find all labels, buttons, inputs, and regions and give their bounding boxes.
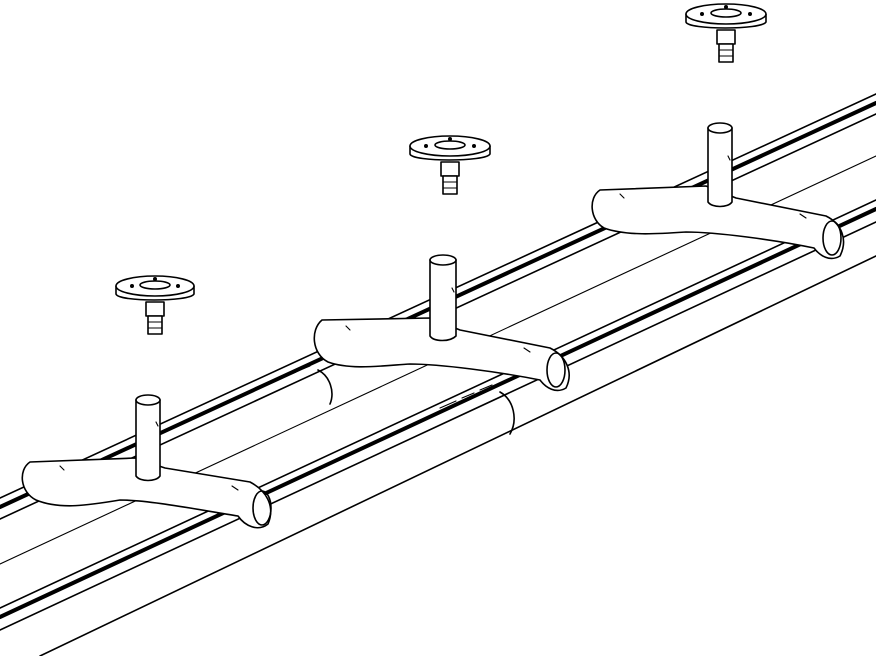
tube-joint-back <box>281 365 333 405</box>
t-bracket-middle <box>313 317 570 392</box>
t-bracket-far <box>591 185 845 260</box>
post-far <box>707 122 733 208</box>
flange-mount-near <box>115 275 195 335</box>
t-bracket-near <box>21 457 272 529</box>
post-near <box>135 394 161 482</box>
rail-tube-front <box>0 199 876 631</box>
post-middle <box>429 254 457 342</box>
flange-mount-far <box>685 3 767 63</box>
tube-joint-front <box>439 384 515 435</box>
flange-mount-middle <box>409 135 491 195</box>
